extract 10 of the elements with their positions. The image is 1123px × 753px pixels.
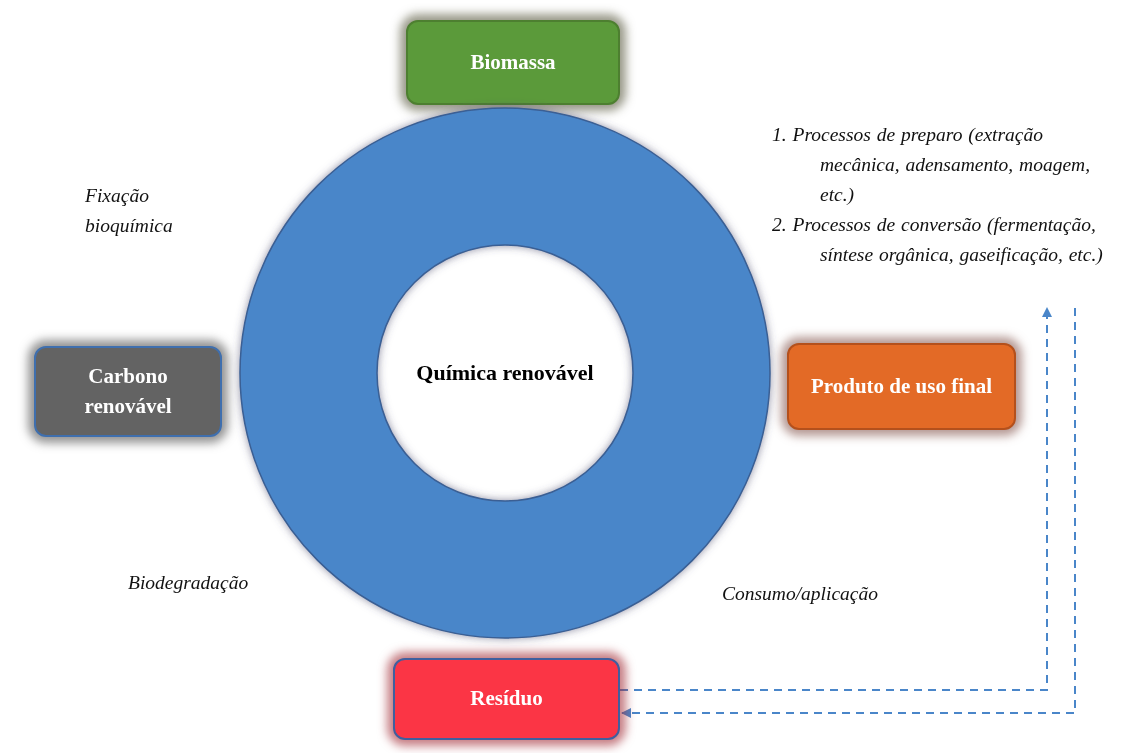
- annotation-text: Fixação bioquímica: [85, 184, 174, 238]
- annotation-text: Consumo/aplicação: [722, 582, 879, 606]
- process-box: Produto de uso final: [787, 343, 1016, 430]
- list-item: 2. Processos de conversão (fermentação, síntese orgânica, gaseificação, etc.): [772, 213, 1104, 267]
- center-label: Química renovável: [416, 360, 594, 386]
- list-item: 1. Processos de preparo (extração mecânica, adensamento, moagem, etc.): [772, 123, 1092, 207]
- process-box: Biomassa: [406, 20, 620, 105]
- process-box: Resíduo: [393, 658, 620, 740]
- annotation-text: Biodegradação: [128, 571, 250, 595]
- process-box: Carbono renovável: [34, 346, 222, 437]
